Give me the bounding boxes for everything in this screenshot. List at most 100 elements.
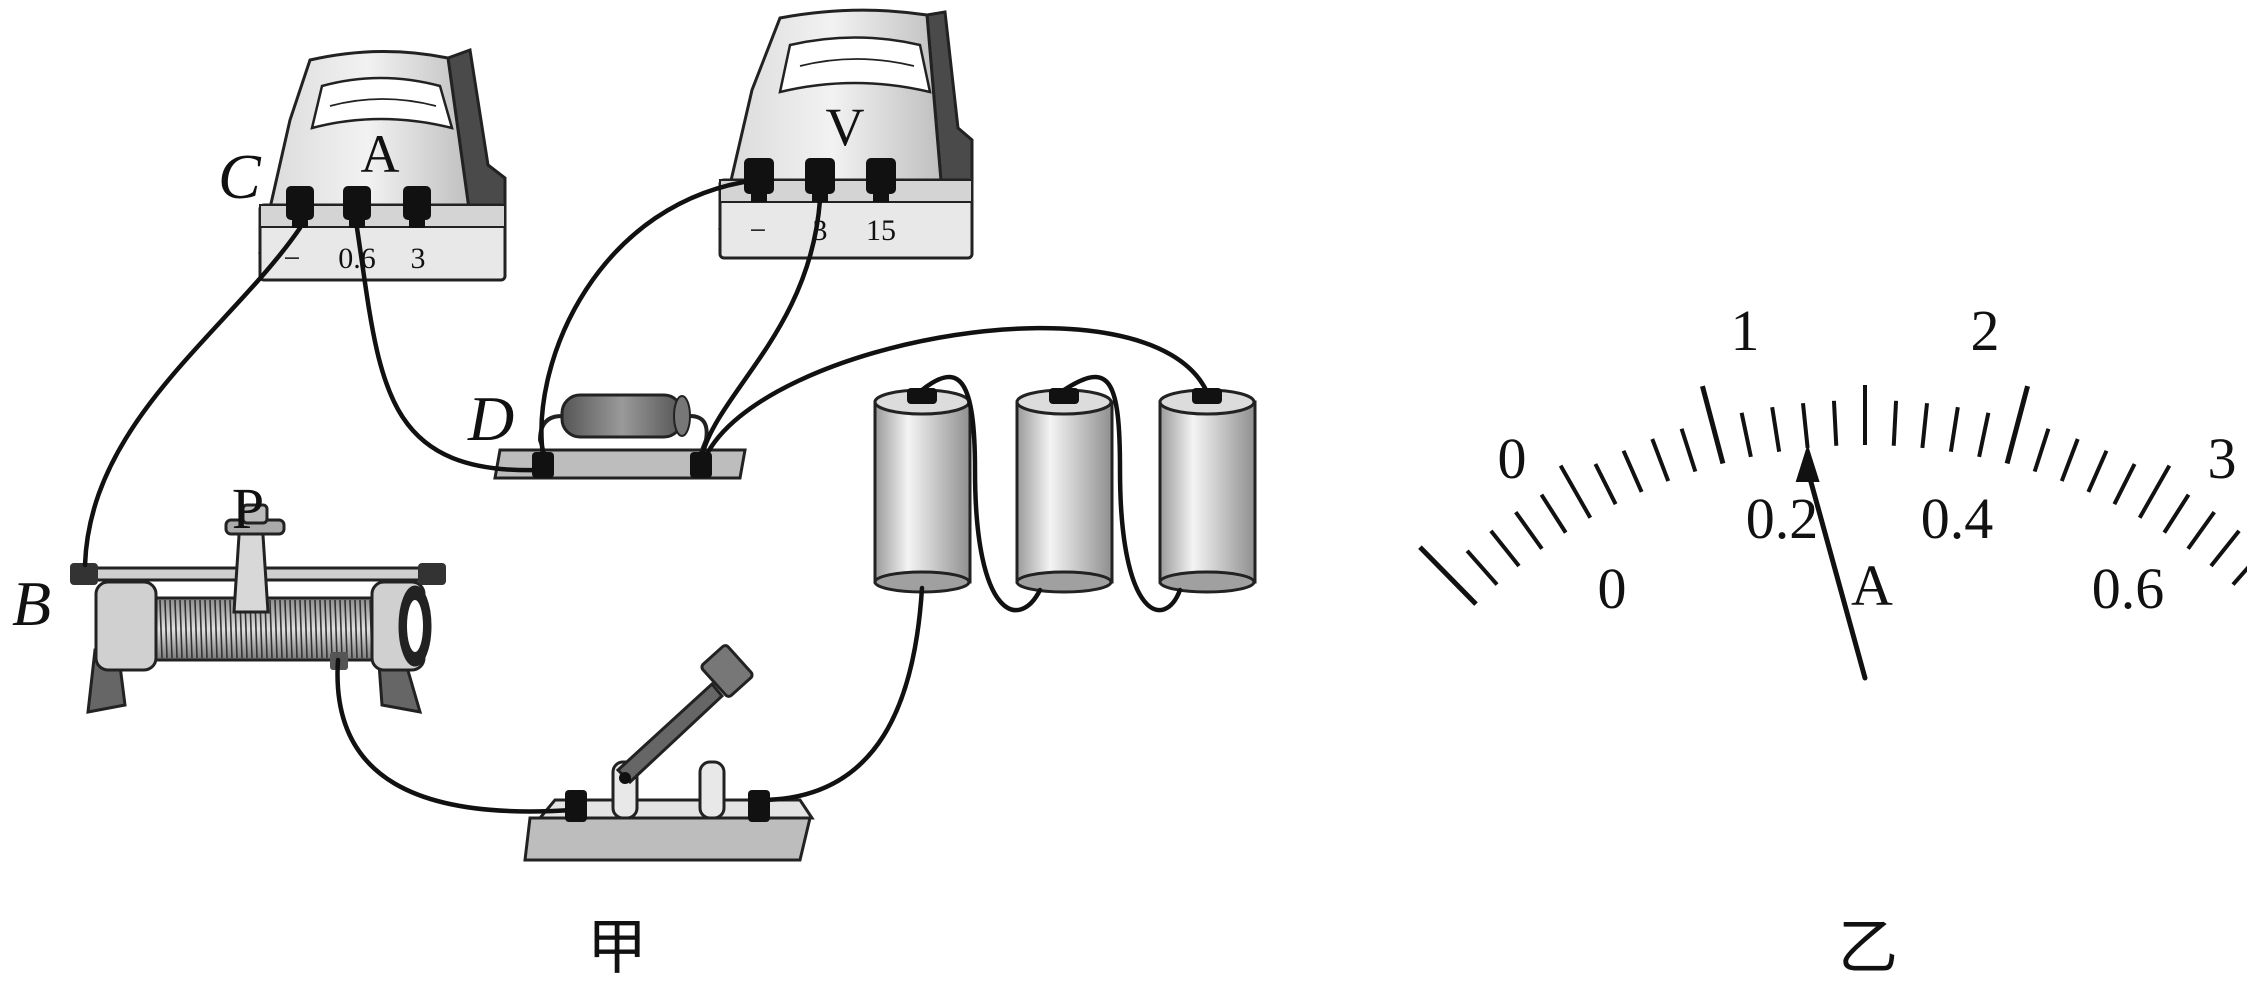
knife-switch bbox=[523, 644, 815, 862]
wire-battery-to-switch bbox=[757, 585, 925, 803]
dial-symbol: A bbox=[1851, 553, 1893, 618]
coil-winding bbox=[329, 599, 333, 659]
ammeter-dial bbox=[310, 76, 454, 130]
dial-tick bbox=[1948, 406, 1960, 452]
coil-winding bbox=[209, 599, 213, 659]
circuit-wires bbox=[82, 177, 1210, 814]
coil-winding bbox=[219, 599, 223, 659]
coil-winding bbox=[324, 599, 328, 659]
coil-winding bbox=[214, 599, 218, 659]
dial-tick bbox=[2004, 385, 2030, 465]
dial-tick bbox=[1700, 385, 1726, 465]
voltmeter: V − 3 15 bbox=[718, 8, 974, 260]
figure-jia: A − 0.6 3 V − 3 15 bbox=[12, 8, 1257, 983]
wire-ammeter-0.6-to-resistor bbox=[354, 225, 543, 473]
voltmeter-plate bbox=[719, 179, 973, 203]
coil-winding bbox=[224, 599, 228, 659]
coil-winding bbox=[294, 599, 298, 659]
coil-winding bbox=[344, 599, 348, 659]
label-P: P bbox=[232, 476, 264, 541]
wire-battery-series-1 bbox=[919, 374, 1043, 613]
coil-winding bbox=[179, 599, 183, 659]
dial-outer-label-3: 3 bbox=[2208, 426, 2237, 491]
switch-base bbox=[523, 816, 812, 862]
coil-winding bbox=[319, 599, 323, 659]
label-B: B bbox=[12, 568, 51, 639]
coil-winding bbox=[284, 599, 288, 659]
dial-tick bbox=[1650, 438, 1671, 482]
ammeter-plate bbox=[259, 204, 506, 228]
ammeter-terminal-label-0.6: 0.6 bbox=[338, 242, 376, 275]
resistor-body bbox=[560, 393, 684, 439]
coil-winding bbox=[359, 599, 363, 659]
dial-tick bbox=[2231, 565, 2247, 586]
ammeter-symbol: A bbox=[361, 124, 400, 184]
dial-tick bbox=[1539, 493, 1568, 534]
label-C: C bbox=[218, 141, 262, 212]
battery-1 bbox=[873, 388, 972, 594]
coil-winding bbox=[189, 599, 193, 659]
dial-tick bbox=[1977, 412, 1991, 458]
coil-winding bbox=[184, 599, 188, 659]
voltmeter-symbol: V bbox=[826, 97, 865, 157]
coil-winding bbox=[339, 599, 343, 659]
voltmeter-terminal-neg[interactable] bbox=[744, 158, 774, 202]
dial-outer-label-1: 1 bbox=[1731, 298, 1760, 363]
voltmeter-terminal-label-neg: − bbox=[750, 214, 767, 247]
battery-2 bbox=[1015, 388, 1114, 594]
switch-handle[interactable] bbox=[700, 644, 754, 698]
coil-winding bbox=[289, 599, 293, 659]
caption-jia: 甲 bbox=[587, 913, 647, 983]
coil-winding bbox=[314, 599, 318, 659]
dial-needle-arrowhead bbox=[1795, 443, 1820, 482]
coil-winding bbox=[169, 599, 173, 659]
dial-tick bbox=[1831, 400, 1839, 446]
rheostat bbox=[70, 503, 446, 714]
coil-winding bbox=[159, 599, 163, 659]
wire-resistor-to-battery bbox=[702, 325, 1210, 461]
coil-winding bbox=[204, 599, 208, 659]
ammeter-terminal-0.6[interactable] bbox=[343, 186, 371, 228]
coil-winding bbox=[174, 599, 178, 659]
dial-tick bbox=[1418, 545, 1478, 606]
ammeter-terminal-label-3: 3 bbox=[411, 242, 426, 275]
figure-yi: 0 1 2 3 0 0.2 0.4 0.6 A 乙 bbox=[1418, 298, 2247, 983]
dial-inner-label-0.2: 0.2 bbox=[1746, 486, 1819, 551]
ammeter-dial-arc bbox=[329, 98, 437, 107]
coil-winding bbox=[349, 599, 353, 659]
dial-tick bbox=[2186, 510, 2216, 550]
voltmeter-terminal-15[interactable] bbox=[866, 158, 896, 202]
ammeter-terminal-label-neg: − bbox=[284, 242, 301, 275]
coil-winding bbox=[299, 599, 303, 659]
voltmeter-terminal-label-15: 15 bbox=[866, 214, 896, 247]
dial-tick bbox=[1621, 449, 1644, 493]
ammeter-terminal-neg[interactable] bbox=[286, 186, 314, 228]
coil-winding bbox=[269, 599, 273, 659]
dial-tick bbox=[2137, 464, 2172, 519]
battery-3 bbox=[1158, 388, 1257, 594]
dial-tick bbox=[1920, 403, 1930, 449]
coil-winding bbox=[194, 599, 198, 659]
dial-tick bbox=[2086, 449, 2109, 493]
wire-voltmeter-3-to-resistor bbox=[699, 197, 823, 458]
coil-winding bbox=[229, 599, 233, 659]
dial-tick bbox=[2209, 529, 2241, 568]
dial-tick bbox=[1679, 428, 1698, 473]
coil-winding bbox=[354, 599, 358, 659]
dial-tick bbox=[1489, 529, 1521, 568]
ammeter-terminal-3[interactable] bbox=[403, 186, 431, 228]
dial-inner-label-0: 0 bbox=[1598, 556, 1627, 621]
voltmeter-dial bbox=[778, 36, 932, 94]
coil-winding bbox=[309, 599, 313, 659]
dial-outer-label-2: 2 bbox=[1971, 298, 2000, 363]
voltmeter-dial-arc bbox=[799, 58, 915, 67]
wire-rheostat-to-switch bbox=[335, 657, 575, 814]
wire-voltmeter-neg-to-resistor bbox=[539, 177, 760, 458]
voltmeter-terminal-3[interactable] bbox=[805, 158, 835, 202]
dial-tick bbox=[1770, 406, 1782, 452]
caption-yi: 乙 bbox=[1838, 913, 1898, 983]
coil-winding bbox=[279, 599, 283, 659]
dial-tick bbox=[1739, 412, 1753, 458]
coil-winding bbox=[334, 599, 338, 659]
